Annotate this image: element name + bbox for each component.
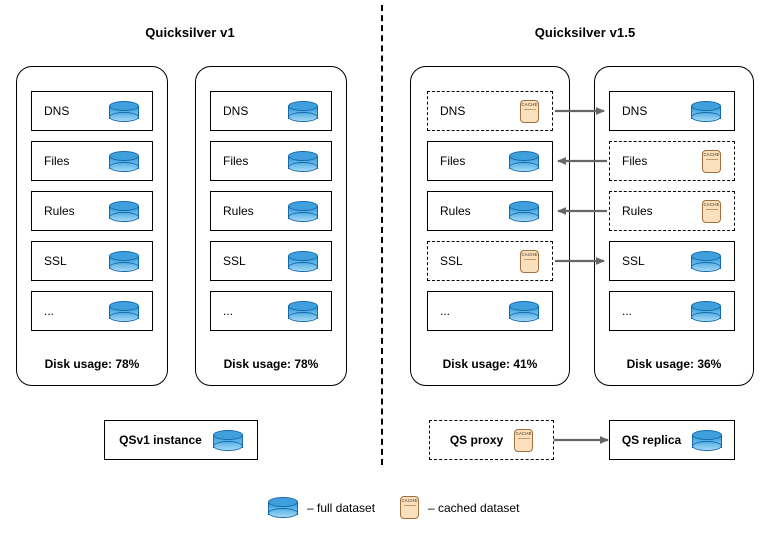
cache-card-text: CACHE (521, 251, 538, 257)
database-cylinder-icon (109, 200, 142, 223)
row-label: Files (440, 154, 466, 168)
database-cylinder-icon (212, 429, 246, 452)
key-item-cached-dataset: CACHE – cached dataset (400, 496, 520, 522)
cache-card-icon: CACHE (702, 149, 724, 176)
row-qsv15-2-more[interactable]: ... (609, 291, 735, 331)
row-qsv1-1-ssl[interactable]: SSL (31, 241, 153, 281)
database-cylinder-icon (268, 497, 301, 519)
database-cylinder-icon (288, 150, 321, 173)
section-title-v15: Quicksilver v1.5 (534, 25, 636, 40)
key-label: – cached dataset (428, 500, 520, 515)
legend-box-label: QS replica (621, 433, 682, 447)
disk-usage-qsv15-2: Disk usage: 36% (626, 357, 722, 371)
row-label: DNS (44, 104, 70, 118)
cache-card-text: CACHE (521, 101, 538, 107)
row-label: Files (44, 154, 70, 168)
row-label: SSL (440, 254, 463, 268)
legend-box-qs-proxy[interactable]: QS proxy CACHE (429, 420, 554, 460)
database-cylinder-icon (109, 250, 142, 273)
row-qsv15-2-ssl[interactable]: SSL (609, 241, 735, 281)
cache-card-icon: CACHE (520, 99, 542, 126)
database-cylinder-icon (509, 300, 542, 323)
row-qsv1-2-more[interactable]: ... (210, 291, 332, 331)
cache-card-icon: CACHE (520, 249, 542, 276)
row-label: DNS (622, 104, 648, 118)
row-qsv1-2-dns[interactable]: DNS (210, 91, 332, 131)
row-qsv1-1-dns[interactable]: DNS (31, 91, 153, 131)
database-cylinder-icon (288, 200, 321, 223)
row-label: Rules (440, 204, 471, 218)
database-cylinder-icon (509, 200, 542, 223)
vertical-divider (381, 5, 383, 465)
database-cylinder-icon (109, 100, 142, 123)
row-label: DNS (440, 104, 466, 118)
row-label: ... (223, 304, 234, 318)
row-label: Rules (622, 204, 653, 218)
row-label: Files (622, 154, 648, 168)
cache-card-icon: CACHE (514, 428, 537, 455)
row-qsv15-2-rules[interactable]: Rules CACHE (609, 191, 735, 231)
database-cylinder-icon (288, 300, 321, 323)
disk-usage-qsv1-1: Disk usage: 78% (44, 357, 140, 371)
row-label: ... (440, 304, 451, 318)
database-cylinder-icon (691, 300, 724, 323)
row-qsv15-1-rules[interactable]: Rules (427, 191, 553, 231)
row-label: ... (622, 304, 633, 318)
row-qsv1-2-rules[interactable]: Rules (210, 191, 332, 231)
row-qsv1-2-ssl[interactable]: SSL (210, 241, 332, 281)
disk-usage-qsv1-2: Disk usage: 78% (223, 357, 319, 371)
row-qsv15-1-dns[interactable]: DNS CACHE (427, 91, 553, 131)
row-label: Rules (223, 204, 254, 218)
row-label: Rules (44, 204, 75, 218)
row-label: SSL (622, 254, 645, 268)
database-cylinder-icon (691, 250, 724, 273)
database-cylinder-icon (109, 300, 142, 323)
row-label: DNS (223, 104, 249, 118)
cache-card-text: CACHE (515, 430, 532, 436)
cache-card-icon: CACHE (702, 199, 724, 226)
legend-box-qsv1-instance[interactable]: QSv1 instance (104, 420, 258, 460)
row-qsv15-2-dns[interactable]: DNS (609, 91, 735, 131)
row-qsv1-2-files[interactable]: Files (210, 141, 332, 181)
row-qsv1-1-files[interactable]: Files (31, 141, 153, 181)
row-qsv1-1-rules[interactable]: Rules (31, 191, 153, 231)
row-qsv15-1-more[interactable]: ... (427, 291, 553, 331)
key-label: – full dataset (307, 500, 376, 515)
cache-card-text: CACHE (703, 201, 720, 207)
cache-card-icon: CACHE (400, 496, 422, 522)
database-cylinder-icon (288, 100, 321, 123)
database-cylinder-icon (691, 100, 724, 123)
row-label: SSL (223, 254, 246, 268)
key-item-full-dataset: – full dataset (268, 497, 376, 519)
row-qsv15-1-files[interactable]: Files (427, 141, 553, 181)
section-title-v1: Quicksilver v1 (145, 25, 235, 40)
legend-box-label: QS proxy (449, 433, 504, 447)
row-qsv15-1-ssl[interactable]: SSL CACHE (427, 241, 553, 281)
row-label: ... (44, 304, 55, 318)
row-label: Files (223, 154, 249, 168)
database-cylinder-icon (109, 150, 142, 173)
cache-card-text: CACHE (401, 498, 418, 503)
row-qsv1-1-more[interactable]: ... (31, 291, 153, 331)
legend-box-qs-replica[interactable]: QS replica (609, 420, 735, 460)
database-cylinder-icon (509, 150, 542, 173)
row-qsv15-2-files[interactable]: Files CACHE (609, 141, 735, 181)
row-label: SSL (44, 254, 67, 268)
cache-card-text: CACHE (703, 151, 720, 157)
disk-usage-qsv15-1: Disk usage: 41% (442, 357, 538, 371)
database-cylinder-icon (692, 429, 726, 452)
legend-box-label: QSv1 instance (119, 433, 202, 447)
database-cylinder-icon (288, 250, 321, 273)
